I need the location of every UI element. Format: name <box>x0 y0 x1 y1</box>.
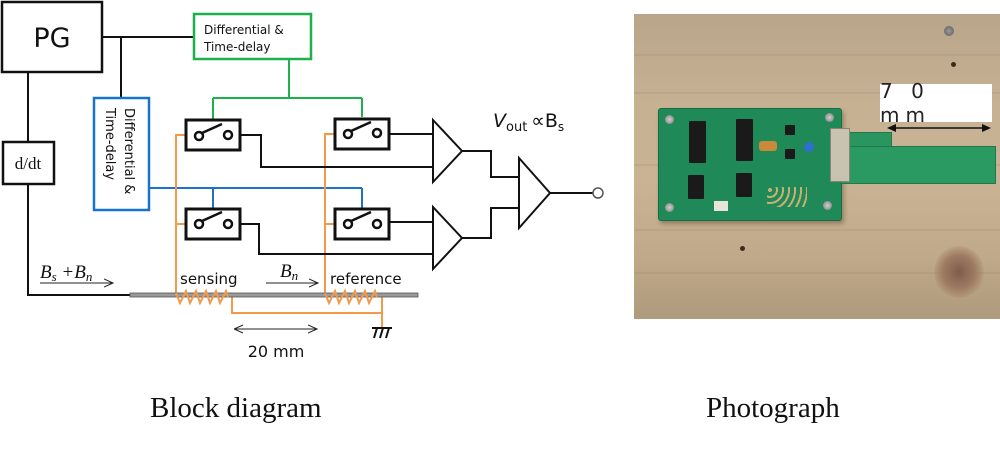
green-block-line1: Differential & <box>204 23 284 37</box>
distance-label: 20 mm <box>248 342 305 361</box>
total-field-label: Bs +Bn <box>40 262 113 284</box>
noise-field-label: Bn <box>266 261 318 283</box>
green-trigger-wires <box>212 59 363 120</box>
ic-chip <box>785 149 795 159</box>
sensing-label: sensing <box>180 270 238 288</box>
ic-chip <box>688 175 704 199</box>
ddt-label: d/dt <box>15 154 42 173</box>
circuit-board <box>658 108 842 221</box>
wood-knot <box>934 246 984 298</box>
switch-sensing-top <box>184 118 242 152</box>
svg-text:Bs +Bn: Bs +Bn <box>40 262 92 284</box>
differential-delay-block-green: Differential & Time-delay <box>192 12 313 61</box>
sensor-probe <box>840 146 996 184</box>
green-block-line2: Time-delay <box>203 40 271 54</box>
amplifier-bottom <box>432 204 464 272</box>
device-photograph: 7 0 mm <box>634 14 1000 319</box>
output-terminal <box>592 187 604 199</box>
proportional-symbol: ∝ <box>531 110 545 132</box>
reference-label: reference <box>330 270 402 288</box>
block-diagram: PG d/dt Differential & Time-delay Differ… <box>0 0 604 361</box>
wood-screw <box>944 26 954 36</box>
amplifier-differential <box>518 155 552 231</box>
scale-arrow <box>887 124 991 132</box>
blue-block-line2: Time-delay <box>102 107 117 180</box>
wood-hole <box>951 62 956 67</box>
pg-output-wires <box>27 36 194 296</box>
vout-v: V <box>493 110 508 132</box>
output-formula: Vout ∝Bs <box>493 110 564 135</box>
sensing-coil <box>175 288 229 306</box>
reference-coil <box>324 288 378 306</box>
ic-chip <box>689 121 706 163</box>
differential-delay-block-blue: Differential & Time-delay <box>92 96 151 212</box>
ground-symbol <box>372 327 392 339</box>
ic-chip <box>785 125 795 135</box>
coil-wires <box>175 133 383 328</box>
amplifier-top <box>432 117 464 185</box>
ic-chip <box>736 173 752 197</box>
vout-b-sub: s <box>558 120 564 134</box>
probe-connector <box>830 128 850 182</box>
switch-sensing-bottom <box>184 207 242 241</box>
switch-reference-bottom <box>333 207 391 241</box>
wood-hole <box>740 246 745 251</box>
switch-reference-top <box>333 117 391 151</box>
svg-text:Vout∝Bs: Vout ∝Bs <box>493 110 564 135</box>
blue-block-line1: Differential & <box>121 108 136 194</box>
vout-b: B <box>545 110 558 132</box>
sensor-rod <box>129 292 419 298</box>
caption-block-diagram: Block diagram <box>150 392 322 424</box>
derivative-block: d/dt <box>1 140 56 186</box>
vout-sub: out <box>506 120 527 135</box>
signal-wires <box>240 133 593 255</box>
scale-label: 7 0 mm <box>880 79 992 127</box>
pg-label: PG <box>33 23 70 54</box>
caption-photograph: Photograph <box>706 392 840 424</box>
svg-text:Bn: Bn <box>280 261 298 283</box>
pulse-generator-block: PG <box>0 0 104 74</box>
ic-chip <box>736 119 753 161</box>
blue-trigger-wires <box>149 187 363 209</box>
